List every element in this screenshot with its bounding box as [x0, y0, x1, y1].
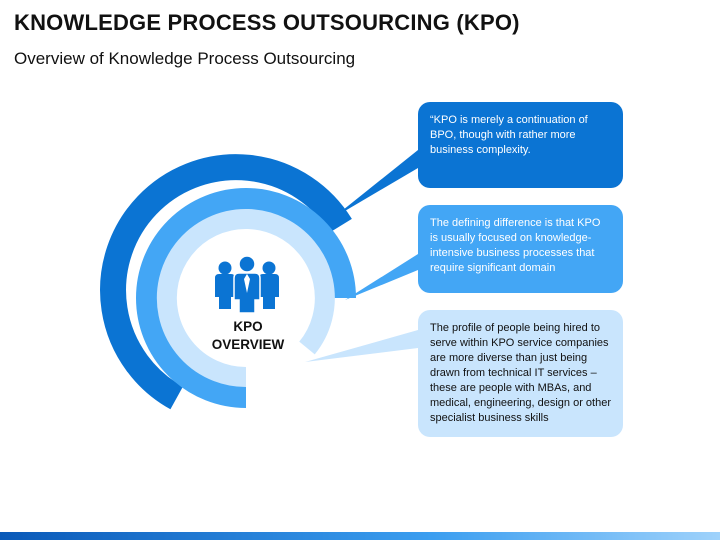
callout-box-2: The defining difference is that KPO is u… [418, 205, 623, 293]
bottom-accent-bar [0, 532, 720, 540]
page-title: KNOWLEDGE PROCESS OUTSOURCING (KPO) [14, 10, 520, 35]
inner-ring [156, 209, 335, 387]
page-subtitle: Overview of Knowledge Process Outsourcin… [14, 49, 356, 68]
center-label-line1: KPO [233, 319, 263, 334]
people-group-icon [215, 255, 279, 314]
callout-pointer-1 [333, 150, 418, 218]
callout-box-1: “KPO is merely a continuation of BPO, th… [418, 102, 623, 188]
callout-box-3: The profile of people being hired to ser… [418, 310, 623, 437]
callout-pointer-2 [345, 254, 418, 300]
middle-ring [136, 188, 356, 408]
callout-pointer-3 [305, 330, 418, 362]
center-label-line2: OVERVIEW [211, 337, 285, 352]
outer-ring [100, 154, 352, 410]
center-label: KPO OVERVIEW [198, 318, 298, 354]
